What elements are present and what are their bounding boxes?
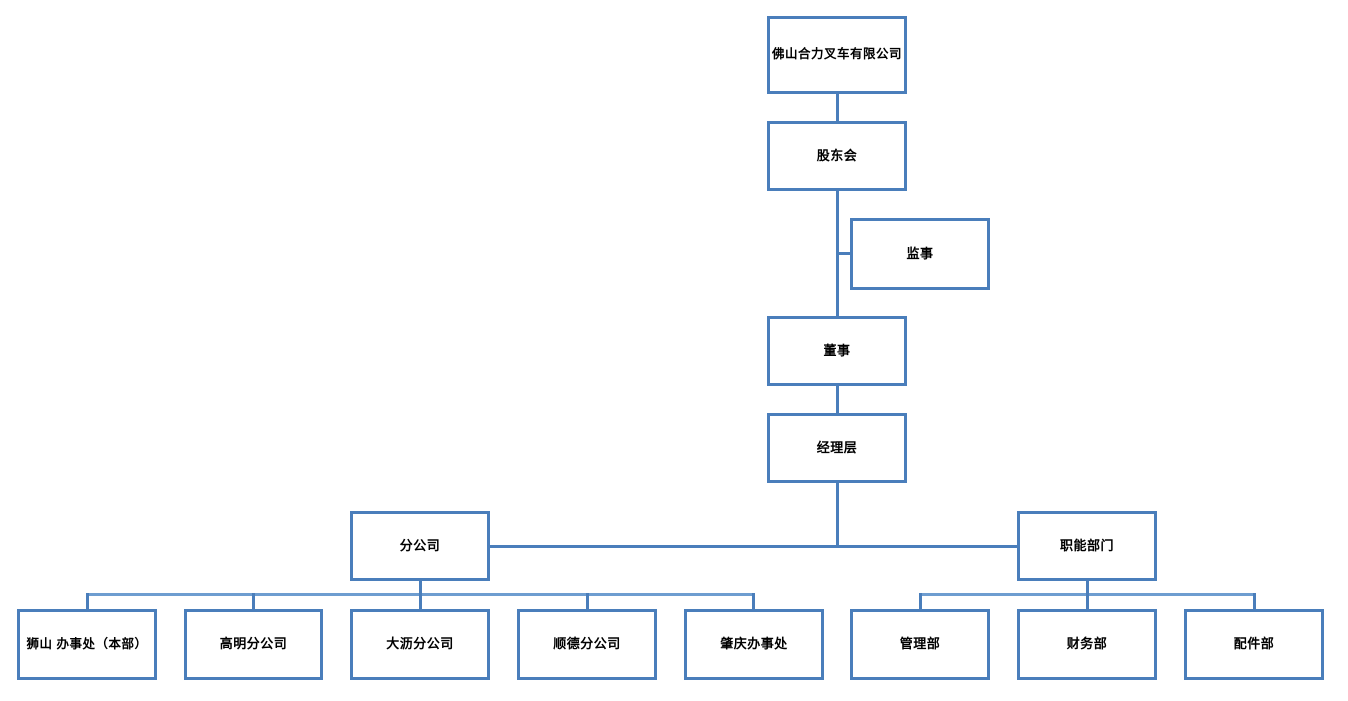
connector-drop-zhaoqing xyxy=(752,593,755,610)
node-functional-departments[interactable]: 职能部门 xyxy=(1017,511,1157,581)
connector-drop-dali xyxy=(419,593,422,610)
connector-drop-caiwu xyxy=(1086,593,1089,610)
node-management-layer-label: 经理层 xyxy=(816,439,858,455)
node-functional-departments-label: 职能部门 xyxy=(1059,537,1114,553)
connector-drop-gaoming xyxy=(252,593,255,610)
node-company-label: 佛山合力叉车有限公司 xyxy=(772,47,903,62)
node-company[interactable]: 佛山合力叉车有限公司 xyxy=(767,16,907,94)
node-parts-department-label: 配件部 xyxy=(1233,636,1275,652)
connector-company-to-shareholders xyxy=(836,94,839,121)
connector-director-to-management xyxy=(836,386,839,413)
connector-trunk-to-supervisor xyxy=(836,252,853,255)
node-shunde-branch-label: 顺德分公司 xyxy=(553,636,621,652)
node-finance-department[interactable]: 财务部 xyxy=(1017,609,1157,680)
connector-functions-to-children-bus xyxy=(1086,581,1089,595)
node-director[interactable]: 董事 xyxy=(767,316,907,386)
connector-management-to-bus xyxy=(836,483,839,547)
node-gaoming-branch-label: 高明分公司 xyxy=(219,636,288,652)
node-management-department-label: 管理部 xyxy=(899,636,941,652)
node-parts-department[interactable]: 配件部 xyxy=(1184,609,1324,680)
node-shareholders-meeting[interactable]: 股东会 xyxy=(767,121,907,191)
node-shishan-office[interactable]: 狮山 办事处（本部） xyxy=(17,609,157,680)
connector-drop-shunde xyxy=(586,593,589,610)
node-shunde-branch[interactable]: 顺德分公司 xyxy=(517,609,657,680)
node-shareholders-meeting-label: 股东会 xyxy=(816,147,858,163)
connector-level5-bus xyxy=(490,545,1017,548)
node-supervisor[interactable]: 监事 xyxy=(850,218,990,290)
node-director-label: 董事 xyxy=(823,342,851,358)
node-shishan-office-label: 狮山 办事处（本部） xyxy=(26,636,148,651)
node-supervisor-label: 监事 xyxy=(906,245,934,261)
node-branch-companies-label: 分公司 xyxy=(399,537,441,553)
node-zhaoqing-office[interactable]: 肇庆办事处 xyxy=(684,609,824,680)
node-dali-branch-label: 大沥分公司 xyxy=(386,636,454,652)
node-finance-department-label: 财务部 xyxy=(1066,636,1108,652)
node-dali-branch[interactable]: 大沥分公司 xyxy=(350,609,490,680)
connector-branches-to-children-bus xyxy=(419,581,422,595)
node-branch-companies[interactable]: 分公司 xyxy=(350,511,490,581)
node-management-layer[interactable]: 经理层 xyxy=(767,413,907,483)
connector-drop-peijian xyxy=(1253,593,1256,610)
connector-drop-guanli xyxy=(919,593,922,610)
connector-drop-shishan xyxy=(86,593,89,610)
node-management-department[interactable]: 管理部 xyxy=(850,609,990,680)
node-gaoming-branch[interactable]: 高明分公司 xyxy=(184,609,323,680)
node-zhaoqing-office-label: 肇庆办事处 xyxy=(720,636,788,652)
